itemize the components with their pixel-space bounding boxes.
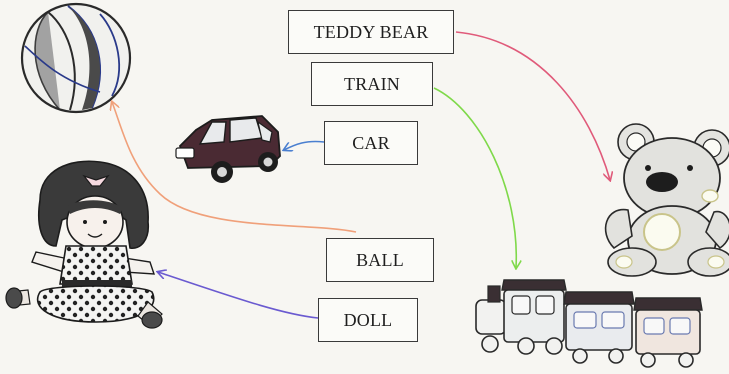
train-drawing (475, 279, 703, 368)
train-arrow (433, 87, 516, 268)
ball-drawing (20, 2, 132, 114)
doll-drawing (5, 160, 163, 329)
label-ball: BALL (326, 238, 434, 282)
label-car-text: CAR (352, 132, 390, 153)
teddy-bear-drawing (604, 123, 729, 277)
car-drawing (175, 115, 281, 183)
label-train-text: TRAIN (344, 73, 400, 94)
label-car: CAR (324, 121, 418, 165)
label-ball-text: BALL (356, 249, 404, 270)
teddy-bear-arrow (455, 31, 610, 180)
label-train: TRAIN (311, 62, 433, 106)
doll-arrow (158, 272, 319, 319)
car-arrow (284, 140, 325, 150)
label-doll-text: DOLL (343, 309, 393, 330)
label-teddy-bear-text: TEDDY BEAR (313, 21, 429, 42)
label-doll: DOLL (318, 298, 418, 342)
ball-arrow (112, 102, 357, 233)
label-teddy-bear: TEDDY BEAR (288, 10, 454, 54)
